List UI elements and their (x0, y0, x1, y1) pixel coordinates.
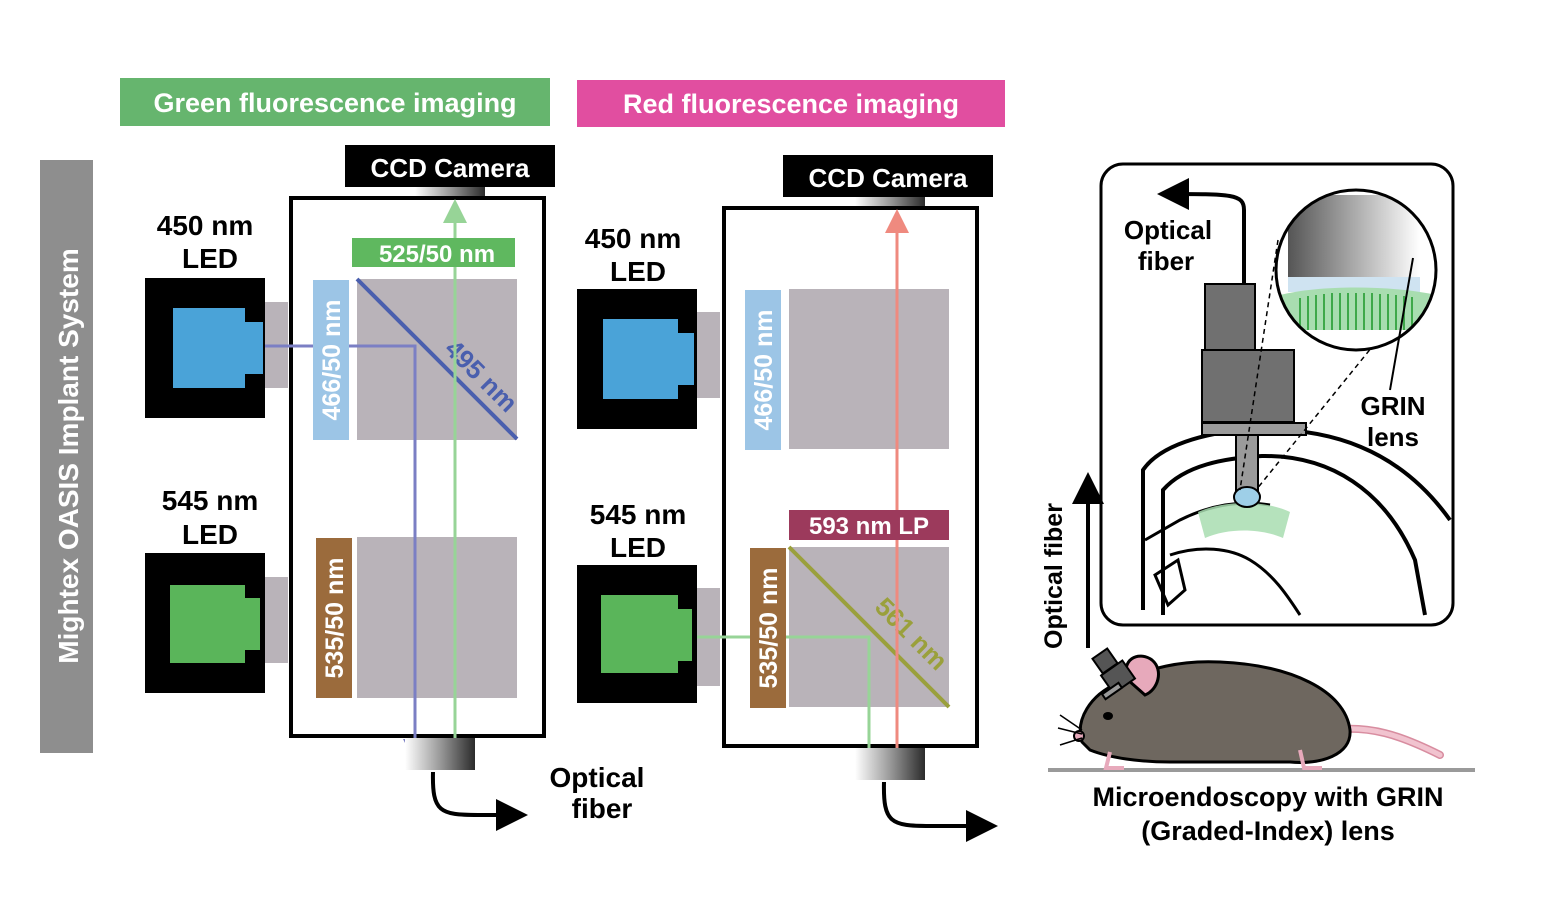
microscope-baseplate (1201, 422, 1307, 436)
red-excitation-filter-bottom (750, 548, 786, 708)
grin-lens-tip (1233, 486, 1261, 508)
mouse-scope-body (1099, 659, 1137, 695)
red-camera (783, 155, 993, 197)
blue-led-icon (173, 308, 263, 388)
grin-pointer (1389, 257, 1414, 391)
mouse-scope-base (1100, 681, 1124, 701)
mouse-hind-foot (1298, 749, 1322, 770)
mouse-illustration: Optical fiber (1040, 472, 1475, 772)
green-camera-label: CCD Camera (371, 153, 530, 183)
green-led-bottom-collimator (265, 577, 288, 663)
green-led-bottom-label-1: 545 nm (162, 485, 259, 516)
red-dichroic-block-top (789, 289, 949, 449)
green-excitation-filter-top-label: 466/50 nm (318, 300, 346, 421)
green-excitation-filter-bottom (316, 538, 352, 698)
red-led-top-label-2: LED (610, 256, 666, 287)
green-output-label-2: fiber (572, 793, 633, 824)
green-title: Green fluorescence imaging (153, 88, 516, 118)
microscope-upper-body (1204, 283, 1256, 351)
green-dichroic-mirror (355, 277, 519, 441)
green-excitation-filter-top (313, 280, 349, 440)
mouse-front-foot (1103, 751, 1124, 770)
green-led-icon (601, 595, 692, 673)
green-header (120, 78, 550, 126)
red-output-port (855, 748, 925, 780)
green-emission-filter (352, 238, 515, 267)
green-emission-filter-label: 525/50 nm (379, 241, 495, 268)
red-header (577, 80, 1005, 127)
blue-led-icon (603, 319, 694, 399)
mouse-eye (1103, 712, 1113, 720)
green-led-top-label-1: 450 nm (157, 210, 254, 241)
grin-inset: Optical fiber GRIN lens (1099, 162, 1455, 627)
caption-line-1: Microendoscopy with GRIN (1092, 782, 1443, 812)
inset-fiber-label-2: fiber (1138, 246, 1194, 276)
mouse-fiber-label: Optical fiber (1040, 503, 1068, 649)
imaging-region (1198, 503, 1290, 538)
red-longpass-filter-label: 593 nm LP (809, 513, 929, 540)
green-led-icon (170, 585, 260, 663)
hippocampus-lower (1169, 547, 1302, 616)
green-output-port (405, 738, 475, 770)
vertical-banner (40, 160, 93, 753)
green-panel: Green fluorescence imaging CCD Camera 45… (120, 78, 645, 831)
green-excitation-filter-bottom-label: 535/50 nm (321, 558, 349, 679)
microscope-lower-body (1201, 349, 1295, 423)
vertical-banner-label: Mightex OASIS Implant System (53, 248, 84, 663)
green-output-fiber (430, 771, 528, 831)
zoom-view (1276, 190, 1436, 350)
red-excitation-filter-top-label: 466/50 nm (750, 310, 778, 431)
green-camera (345, 145, 555, 187)
red-led-top-collimator (697, 312, 720, 398)
green-camera-port (415, 187, 485, 198)
red-excitation-filter-bottom-label: 535/50 nm (755, 568, 783, 689)
grin-label-2: lens (1367, 422, 1419, 452)
grin-label-1: GRIN (1361, 391, 1426, 421)
zoom-line-left (1239, 239, 1279, 491)
inset-fiber-label-1: Optical (1124, 215, 1212, 245)
red-output-fiber (881, 781, 998, 842)
zoom-neurons (1299, 293, 1413, 330)
zoom-circle (1274, 188, 1438, 352)
green-dichroic-block-bottom (357, 537, 517, 698)
red-panel: Red fluorescence imaging CCD Camera 450 … (577, 80, 1005, 842)
green-led-bottom-label-2: LED (182, 519, 238, 550)
green-enclosure (289, 196, 546, 738)
caption-line-2: (Graded-Index) lens (1141, 816, 1395, 846)
mouse-ear (1124, 654, 1160, 697)
red-excitation-filter-top (745, 290, 781, 450)
red-enclosure (722, 206, 979, 748)
red-longpass-filter (789, 510, 949, 540)
zoom-light (1288, 277, 1420, 292)
red-dichroic-mirror (787, 545, 951, 709)
red-camera-port (855, 197, 925, 208)
red-led-bottom-label-2: LED (610, 532, 666, 563)
red-led-bottom-label-1: 545 nm (590, 499, 687, 530)
red-led-top-label-1: 450 nm (585, 223, 682, 254)
brain-outline-inner (1161, 453, 1427, 616)
brain-ventricle (1153, 557, 1187, 608)
green-output-label-1: Optical (550, 762, 645, 793)
zoom-lens (1288, 195, 1420, 277)
green-led-top-label-2: LED (182, 243, 238, 274)
red-title: Red fluorescence imaging (623, 89, 959, 119)
mouse-whiskers (1057, 714, 1083, 746)
inset-fiber (1157, 178, 1246, 283)
red-camera-label: CCD Camera (809, 163, 968, 193)
